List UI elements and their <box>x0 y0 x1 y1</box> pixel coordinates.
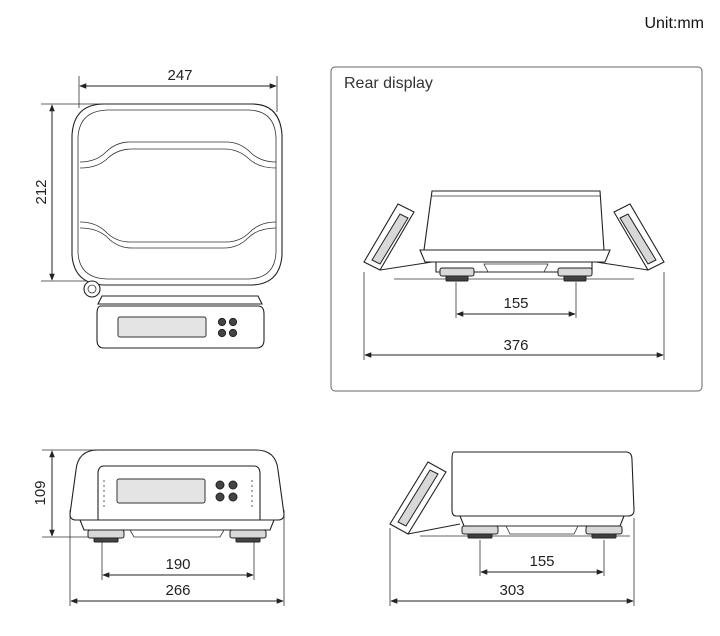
rear-display-panel: Rear display 155 376 <box>330 66 703 392</box>
front-foot-left <box>87 529 125 539</box>
side-body <box>451 451 635 517</box>
rear-platter <box>423 190 605 251</box>
top-width-label: 247 <box>167 67 192 84</box>
level-bubble <box>83 280 101 298</box>
side-feet-label: 155 <box>529 553 554 570</box>
front-height-label: 109 <box>32 480 49 505</box>
front-width-label: 266 <box>165 582 190 599</box>
front-foot-right <box>229 529 267 539</box>
front-view: 109 190 266 <box>32 449 285 606</box>
platter-outline <box>71 103 283 286</box>
rear-foot-left <box>439 267 475 277</box>
side-depth-label: 303 <box>499 582 524 599</box>
rear-total-label: 376 <box>503 337 528 354</box>
side-foot-right <box>585 525 623 535</box>
unit-label: Unit:mm <box>644 15 704 32</box>
rear-feet-label: 155 <box>503 295 528 312</box>
front-feet-label: 190 <box>165 556 190 573</box>
top-depth-label: 212 <box>33 179 50 204</box>
rear-foot-right <box>557 267 593 277</box>
side-view: 155 303 <box>389 451 635 606</box>
rear-panel-title: Rear display <box>344 75 433 92</box>
side-foot-left <box>461 525 499 535</box>
top-view: 247 212 <box>33 67 283 349</box>
